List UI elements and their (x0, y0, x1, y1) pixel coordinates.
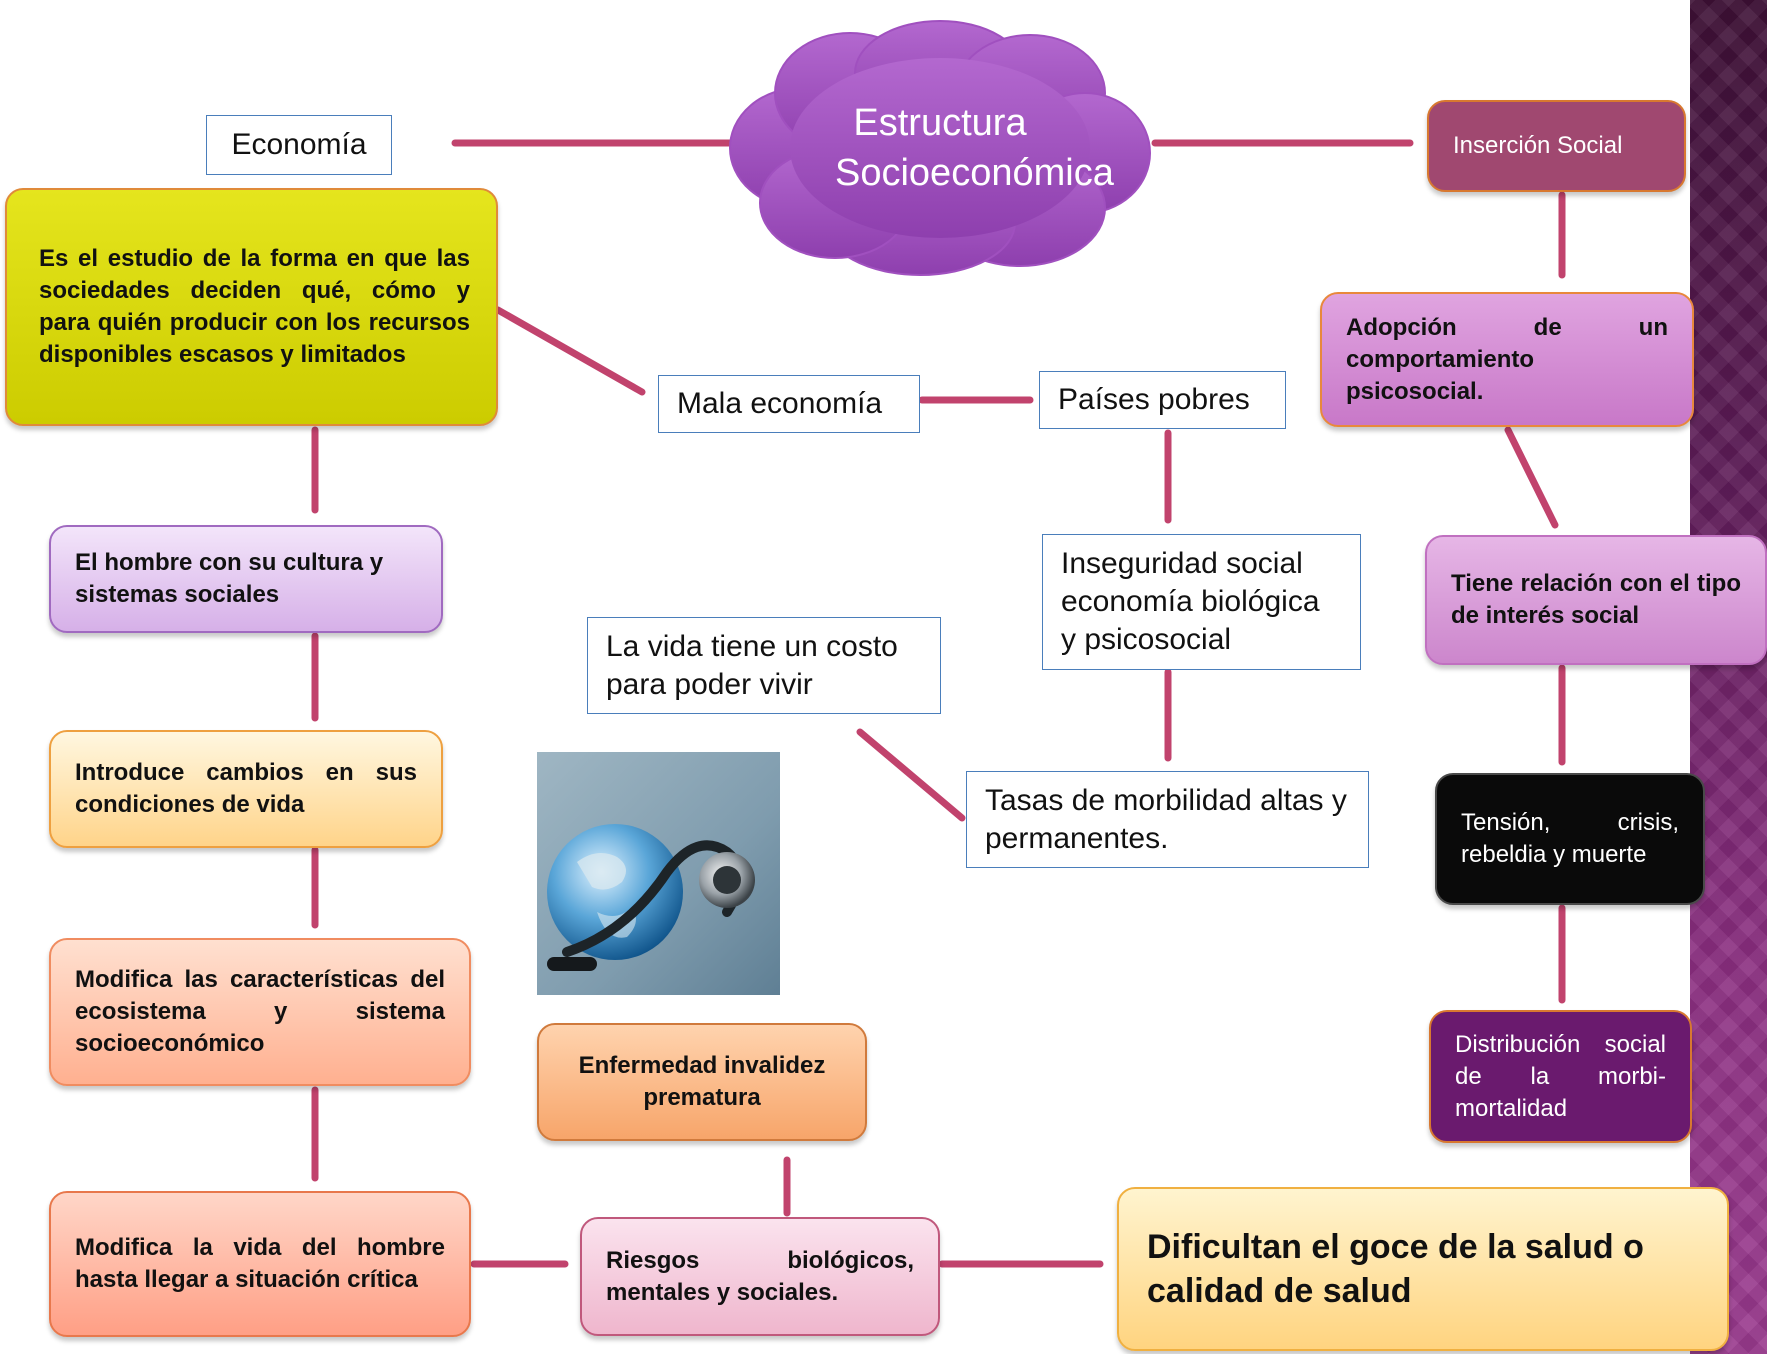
dificultan-box: Dificultan el goce de la salud o calidad… (1117, 1187, 1729, 1351)
hombre-cultura-text: El hombre con su cultura y sistemas soci… (75, 549, 384, 608)
arrow-definicion-to-mala (494, 306, 646, 396)
economia-label: Economía (231, 128, 367, 161)
riesgos-box: Riesgos biológicos, mentales y sociales. (580, 1217, 940, 1336)
central-concept-label: Estructura Socioeconómica (835, 102, 1114, 194)
tension-box: Tensión, crisis, rebeldia y muerte (1435, 773, 1705, 905)
mala-economia-label: Mala economía (677, 387, 883, 420)
modifica-ecosistema-text: Modifica las características del ecosist… (75, 966, 445, 1057)
cloud-shape (729, 20, 1151, 276)
distribucion-text: Distribución social de la morbi-mortalid… (1455, 1030, 1666, 1122)
tasas-morbilidad-label: Tasas de morbilidad altas y permanentes. (985, 783, 1347, 855)
enfermedad-box: Enfermedad invalidez prematura (537, 1023, 867, 1141)
arrow-adopcion-to-relacion (1504, 426, 1559, 529)
dificultan-text: Dificultan el goce de la salud o calidad… (1147, 1228, 1644, 1310)
globe-stethoscope-image (537, 752, 780, 995)
insercion-social-text: Inserción Social (1453, 132, 1623, 159)
introduce-cambios-text: Introduce cambios en sus condiciones de … (75, 759, 417, 818)
adopcion-box: Adopción de un comportamiento psicosocia… (1320, 292, 1694, 427)
insercion-social-box: Inserción Social (1427, 100, 1686, 192)
economia-definition-text: Es el estudio de la forma en que las soc… (39, 245, 470, 368)
hombre-cultura-box: El hombre con su cultura y sistemas soci… (49, 525, 443, 633)
modifica-vida-text: Modifica la vida del hombre hasta llegar… (75, 1234, 445, 1293)
tension-text: Tensión, crisis, rebeldia y muerte (1461, 809, 1679, 868)
arrow-tasas-to-vidacosto (856, 728, 966, 822)
inseguridad-social-box: Inseguridad social economía biológica y … (1042, 534, 1361, 670)
tasas-morbilidad-box: Tasas de morbilidad altas y permanentes. (966, 771, 1369, 868)
inseguridad-social-label: Inseguridad social economía biológica y … (1061, 547, 1320, 656)
tiene-relacion-text: Tiene relación con el tipo de interés so… (1451, 570, 1741, 629)
central-concept-cloud: Estructura Socioeconómica (720, 18, 1160, 278)
tiene-relacion-box: Tiene relación con el tipo de interés so… (1425, 535, 1767, 665)
riesgos-text: Riesgos biológicos, mentales y sociales. (606, 1246, 914, 1306)
introduce-cambios-box: Introduce cambios en sus condiciones de … (49, 730, 443, 848)
vida-costo-label: La vida tiene un costo para poder vivir (606, 629, 898, 701)
distribucion-box: Distribución social de la morbi-mortalid… (1429, 1010, 1692, 1143)
modifica-vida-box: Modifica la vida del hombre hasta llegar… (49, 1191, 471, 1337)
economia-box: Economía (206, 115, 392, 175)
decorative-sidebar (1690, 0, 1767, 1354)
enfermedad-text: Enfermedad invalidez prematura (578, 1052, 826, 1111)
modifica-ecosistema-box: Modifica las características del ecosist… (49, 938, 471, 1086)
mala-economia-box: Mala economía (658, 375, 920, 433)
adopcion-text: Adopción de un comportamiento psicosocia… (1346, 313, 1668, 405)
paises-pobres-box: Países pobres (1039, 371, 1286, 429)
vida-costo-box: La vida tiene un costo para poder vivir (587, 617, 941, 714)
paises-pobres-label: Países pobres (1058, 383, 1250, 416)
economia-definition-box: Es el estudio de la forma en que las soc… (5, 188, 498, 426)
